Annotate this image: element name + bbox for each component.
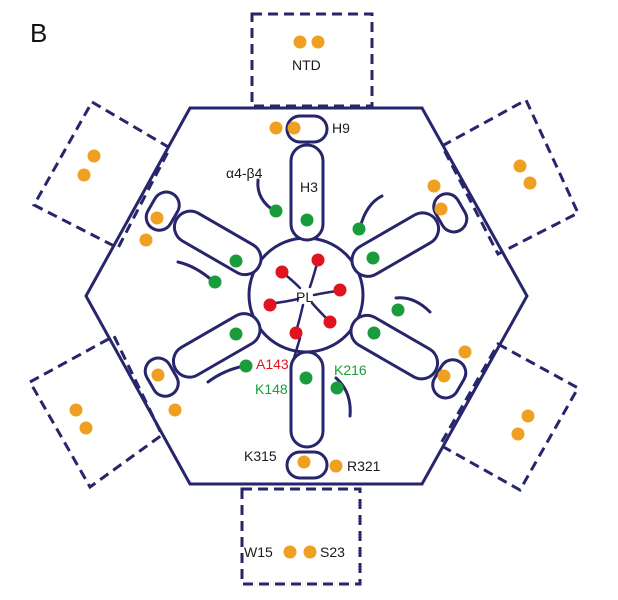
loop-upper-left	[176, 260, 216, 284]
label-r321: R321	[347, 458, 381, 474]
label-ntd: NTD	[292, 57, 321, 73]
label-h3: H3	[300, 179, 318, 195]
panel-letter: B	[30, 18, 47, 48]
hexagon-outline	[84, 106, 529, 486]
label-a4b4: α4-β4	[226, 165, 263, 181]
label-h9: H9	[332, 120, 350, 136]
spoke-lower-left	[143, 312, 262, 398]
loop-upper-right	[358, 194, 384, 230]
red-dots	[263, 253, 347, 340]
loop-bottom	[334, 376, 352, 418]
ntd-box-bottom	[240, 487, 362, 586]
label-a143: A143	[256, 356, 289, 372]
ntd-box-lower-left	[27, 333, 164, 490]
spoke-top	[285, 114, 329, 242]
loop-lower-left	[206, 364, 246, 384]
label-k148: K148	[255, 381, 288, 397]
spoke-upper-right	[350, 192, 469, 278]
label-s23: S23	[320, 544, 345, 560]
orange-dots-arms	[139, 121, 472, 473]
label-k315: K315	[244, 448, 277, 464]
ntd-box-upper-right	[439, 97, 580, 257]
green-dots	[208, 204, 405, 395]
ntd-box-top	[250, 12, 374, 108]
label-k216: K216	[334, 362, 367, 378]
spoke-upper-left	[144, 190, 263, 277]
label-pl: PL	[296, 289, 313, 305]
ntd-box-upper-left	[31, 99, 172, 251]
loop-right	[394, 296, 432, 314]
orange-dots-ntd	[69, 35, 537, 559]
ntd-box-lower-right	[437, 341, 581, 493]
spoke-lower-right	[349, 313, 468, 400]
label-w15: W15	[244, 544, 273, 560]
